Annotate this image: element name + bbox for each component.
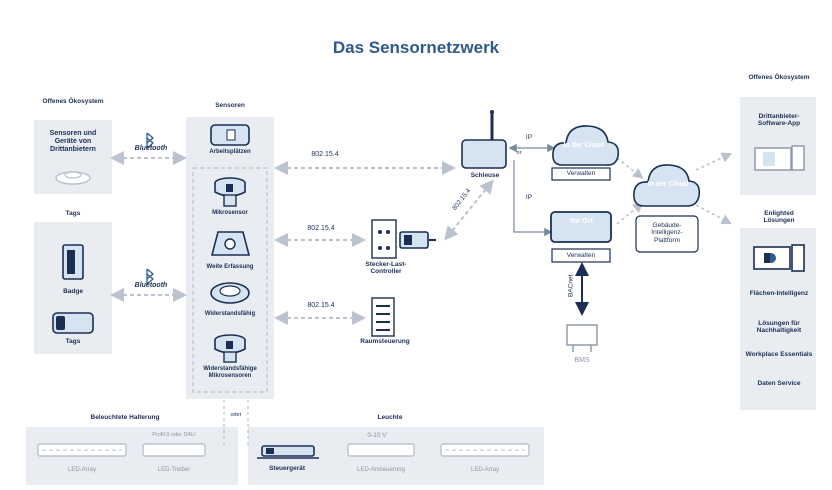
right-eco-title: Offenes Ökosystem (748, 74, 810, 81)
third-party-app-icon (754, 145, 805, 171)
cloud-label: In der Cloud (563, 142, 605, 149)
micro-sensor-icon (214, 177, 246, 207)
led-array-left-icon (37, 443, 127, 457)
rugged-sensor-icon (210, 282, 250, 304)
room-control-icon (371, 297, 395, 337)
led-ansteuerung-icon (347, 443, 415, 457)
room-control-label: Raumsteuerung (360, 338, 410, 345)
led-array-right-icon (440, 443, 530, 457)
platform-to-solutions (695, 204, 732, 225)
gateway-icon (461, 110, 507, 169)
led-driver-left-icon (142, 443, 206, 457)
plug-controller-label: Stecker-Last-Controller (365, 261, 407, 276)
protocol-label-2: 802.15.4 (307, 225, 335, 232)
bms-label: BMS (574, 357, 590, 364)
bluetooth-label-top: Bluetooth (134, 145, 168, 152)
left-ecosystem-title: Offenes Ökosystem (42, 98, 104, 105)
bluetooth-icon-top (146, 132, 155, 150)
enlighted-title: Enlighted Lösungen (763, 210, 795, 225)
oder-label: oder (230, 412, 242, 418)
ip-label-1: IP (525, 134, 533, 141)
tags-label: Tags (65, 338, 81, 345)
vorort-to-platform (616, 202, 644, 225)
rugged-micro-sensor-icon (214, 334, 246, 363)
sensors-title: Sensoren (215, 102, 245, 109)
plug-controller-icon (371, 219, 436, 259)
protocol-label-1: 802.15.4 (311, 151, 339, 158)
sensor-label-widerstand-mikro: Widerstandsfähige Mikrosensoren (203, 366, 257, 379)
solution-flaechen: Flächen-Intelligenz (749, 290, 809, 297)
cloud-to-platform (616, 157, 644, 179)
platform-label: Gebäude-Intelligenz-Plattform (651, 222, 683, 244)
sensor-label-widerstand: Widerstandsfähig (204, 311, 256, 317)
third-party-sensor-icon (55, 171, 91, 185)
platform-cloud-icon (633, 164, 701, 253)
solution-daten: Daten Service (757, 380, 801, 387)
profil-label: Profil 0 oder DALI (152, 432, 196, 438)
steuergeraet-label: Steuergerät (268, 465, 306, 472)
solution-workplace: Workplace Essentials (745, 351, 813, 358)
or-label: or (516, 150, 522, 156)
led-array-right-label: LED-Array (470, 467, 499, 473)
volt-label: 0-10 V (367, 432, 387, 439)
onpremise-server-icon (550, 211, 612, 263)
left-ecosystem-item: Sensoren und Geräte von Drittanbietern (49, 130, 97, 154)
onpremise-verwalten: Verwalten (566, 252, 596, 259)
halterung-title: Beleuchtete Halterung (90, 414, 160, 421)
sensor-label-mikro: Mikrosensor (212, 210, 248, 216)
gateway-label: Schleuse (470, 172, 500, 179)
ip-arrow-vorort (513, 160, 553, 237)
page-title: Das Sensornetzwerk (332, 38, 500, 57)
ip-label-2: IP (525, 194, 533, 201)
cloud-icon (551, 125, 620, 181)
sensor-label-arbeitsplatz: Arbeitsplätzen (209, 149, 251, 155)
left-tags-title: Tags (65, 210, 81, 217)
enlighted-app-icon (753, 244, 805, 272)
protocol-label-3: 802.15.4 (307, 302, 335, 309)
led-ansteuerung-label: LED-Ansteuerung (357, 467, 405, 473)
third-party-app-label: Drittanbieter-Software-App (757, 113, 801, 128)
badge-label: Badge (63, 288, 83, 295)
platform-to-eco (695, 152, 733, 171)
badge-icon (62, 244, 84, 280)
sensor-label-weite: Weite Erfassung (206, 264, 254, 270)
wide-sensor-icon (210, 231, 251, 256)
solution-nachhaltig: Lösungen für Nachhaltigkeit (756, 320, 802, 335)
bacnet-label: BACnet (567, 274, 575, 297)
sensor-group-outline (192, 167, 268, 393)
steuergeraet-icon (257, 445, 319, 459)
led-array-left-label: LED-Array (67, 467, 96, 473)
leuchte-title: Leuchte (377, 414, 403, 421)
bms-icon (566, 324, 598, 352)
bluetooth-label-bottom: Bluetooth (134, 282, 168, 289)
cloud-verwalten: Verwalten (566, 170, 596, 177)
led-driver-label: LED-Treiber (157, 467, 191, 473)
tag-icon (52, 312, 94, 334)
platform-cloud-label: In der Cloud (647, 181, 689, 188)
workstation-sensor-icon (210, 124, 250, 146)
bluetooth-icon-bottom (146, 268, 155, 286)
onpremise-label: Vor Ort (569, 218, 593, 225)
